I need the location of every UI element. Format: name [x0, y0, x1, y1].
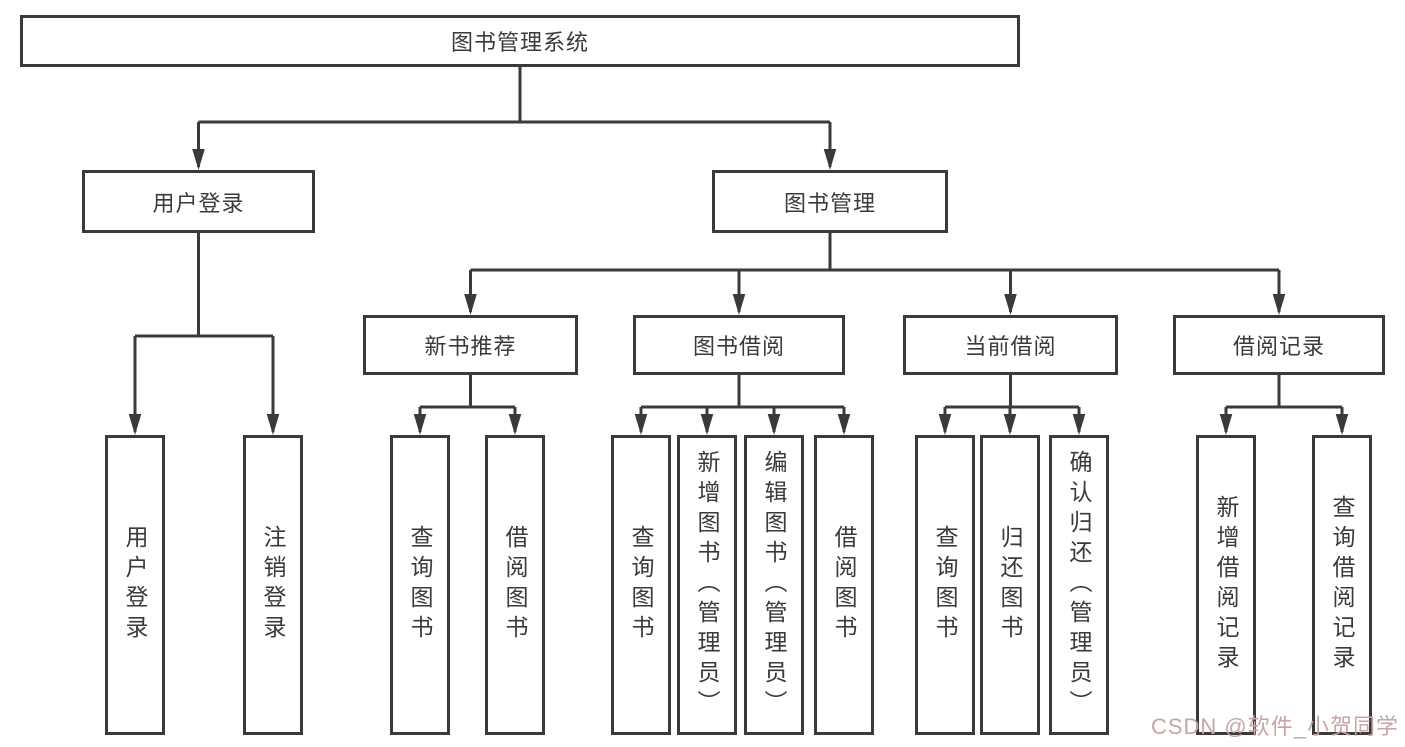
leaf-borrowing-add-books-admin: 新增图书（管理员） — [677, 435, 737, 735]
node-label: 图书借阅 — [692, 334, 785, 359]
node-label: 查询借阅记录 — [1329, 495, 1355, 675]
node-label: 归还图书 — [997, 525, 1023, 645]
node-label: 新书推荐 — [424, 334, 517, 359]
node-label: 当前借阅 — [964, 334, 1057, 359]
node-label: 借阅图书 — [502, 525, 528, 645]
node-root-system: 图书管理系统 — [20, 15, 1020, 67]
leaf-logout: 注销登录 — [243, 435, 303, 735]
node-label: 图书管理 — [783, 190, 876, 216]
node-label: 新增图书（管理员） — [694, 450, 720, 720]
node-label: 借阅图书 — [831, 525, 857, 645]
leaf-current-confirm-return-admin: 确认归还（管理员） — [1049, 435, 1109, 735]
node-label: 确认归还（管理员） — [1066, 450, 1092, 720]
node-current-borrowing: 当前借阅 — [903, 315, 1118, 375]
node-label: 查询图书 — [407, 525, 433, 645]
node-label: 图书管理系统 — [450, 30, 589, 55]
node-label: 借阅记录 — [1232, 334, 1325, 359]
leaf-current-return-books: 归还图书 — [980, 435, 1040, 735]
leaf-recommend-query-books: 查询图书 — [390, 435, 450, 735]
leaf-records-add-record: 新增借阅记录 — [1196, 435, 1256, 735]
node-label: 用户登录 — [152, 190, 245, 216]
leaf-recommend-borrow-books: 借阅图书 — [485, 435, 545, 735]
node-user-login: 用户登录 — [82, 170, 315, 233]
node-label: 新增借阅记录 — [1213, 495, 1239, 675]
leaf-records-query-record: 查询借阅记录 — [1312, 435, 1372, 735]
node-label: 编辑图书（管理员） — [761, 450, 787, 720]
leaf-borrowing-edit-books-admin: 编辑图书（管理员） — [744, 435, 804, 735]
node-new-book-recommend: 新书推荐 — [363, 315, 578, 375]
leaf-borrowing-borrow-books: 借阅图书 — [814, 435, 874, 735]
node-book-borrowing: 图书借阅 — [633, 315, 845, 375]
leaf-current-query-books: 查询图书 — [915, 435, 975, 735]
node-label: 查询图书 — [932, 525, 958, 645]
node-borrow-records: 借阅记录 — [1173, 315, 1385, 375]
node-label: 查询图书 — [628, 525, 654, 645]
leaf-user-login: 用户登录 — [105, 435, 165, 735]
node-label: 注销登录 — [260, 525, 286, 645]
node-label: 用户登录 — [122, 525, 148, 645]
node-book-management: 图书管理 — [712, 170, 948, 233]
leaf-borrowing-query-books: 查询图书 — [611, 435, 671, 735]
